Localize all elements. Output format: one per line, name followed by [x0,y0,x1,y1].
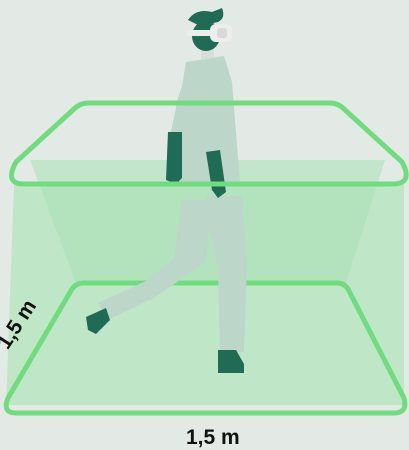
hair [188,8,223,26]
width-dimension-label: 1,5 m [186,427,240,448]
left-forearm [166,132,182,184]
